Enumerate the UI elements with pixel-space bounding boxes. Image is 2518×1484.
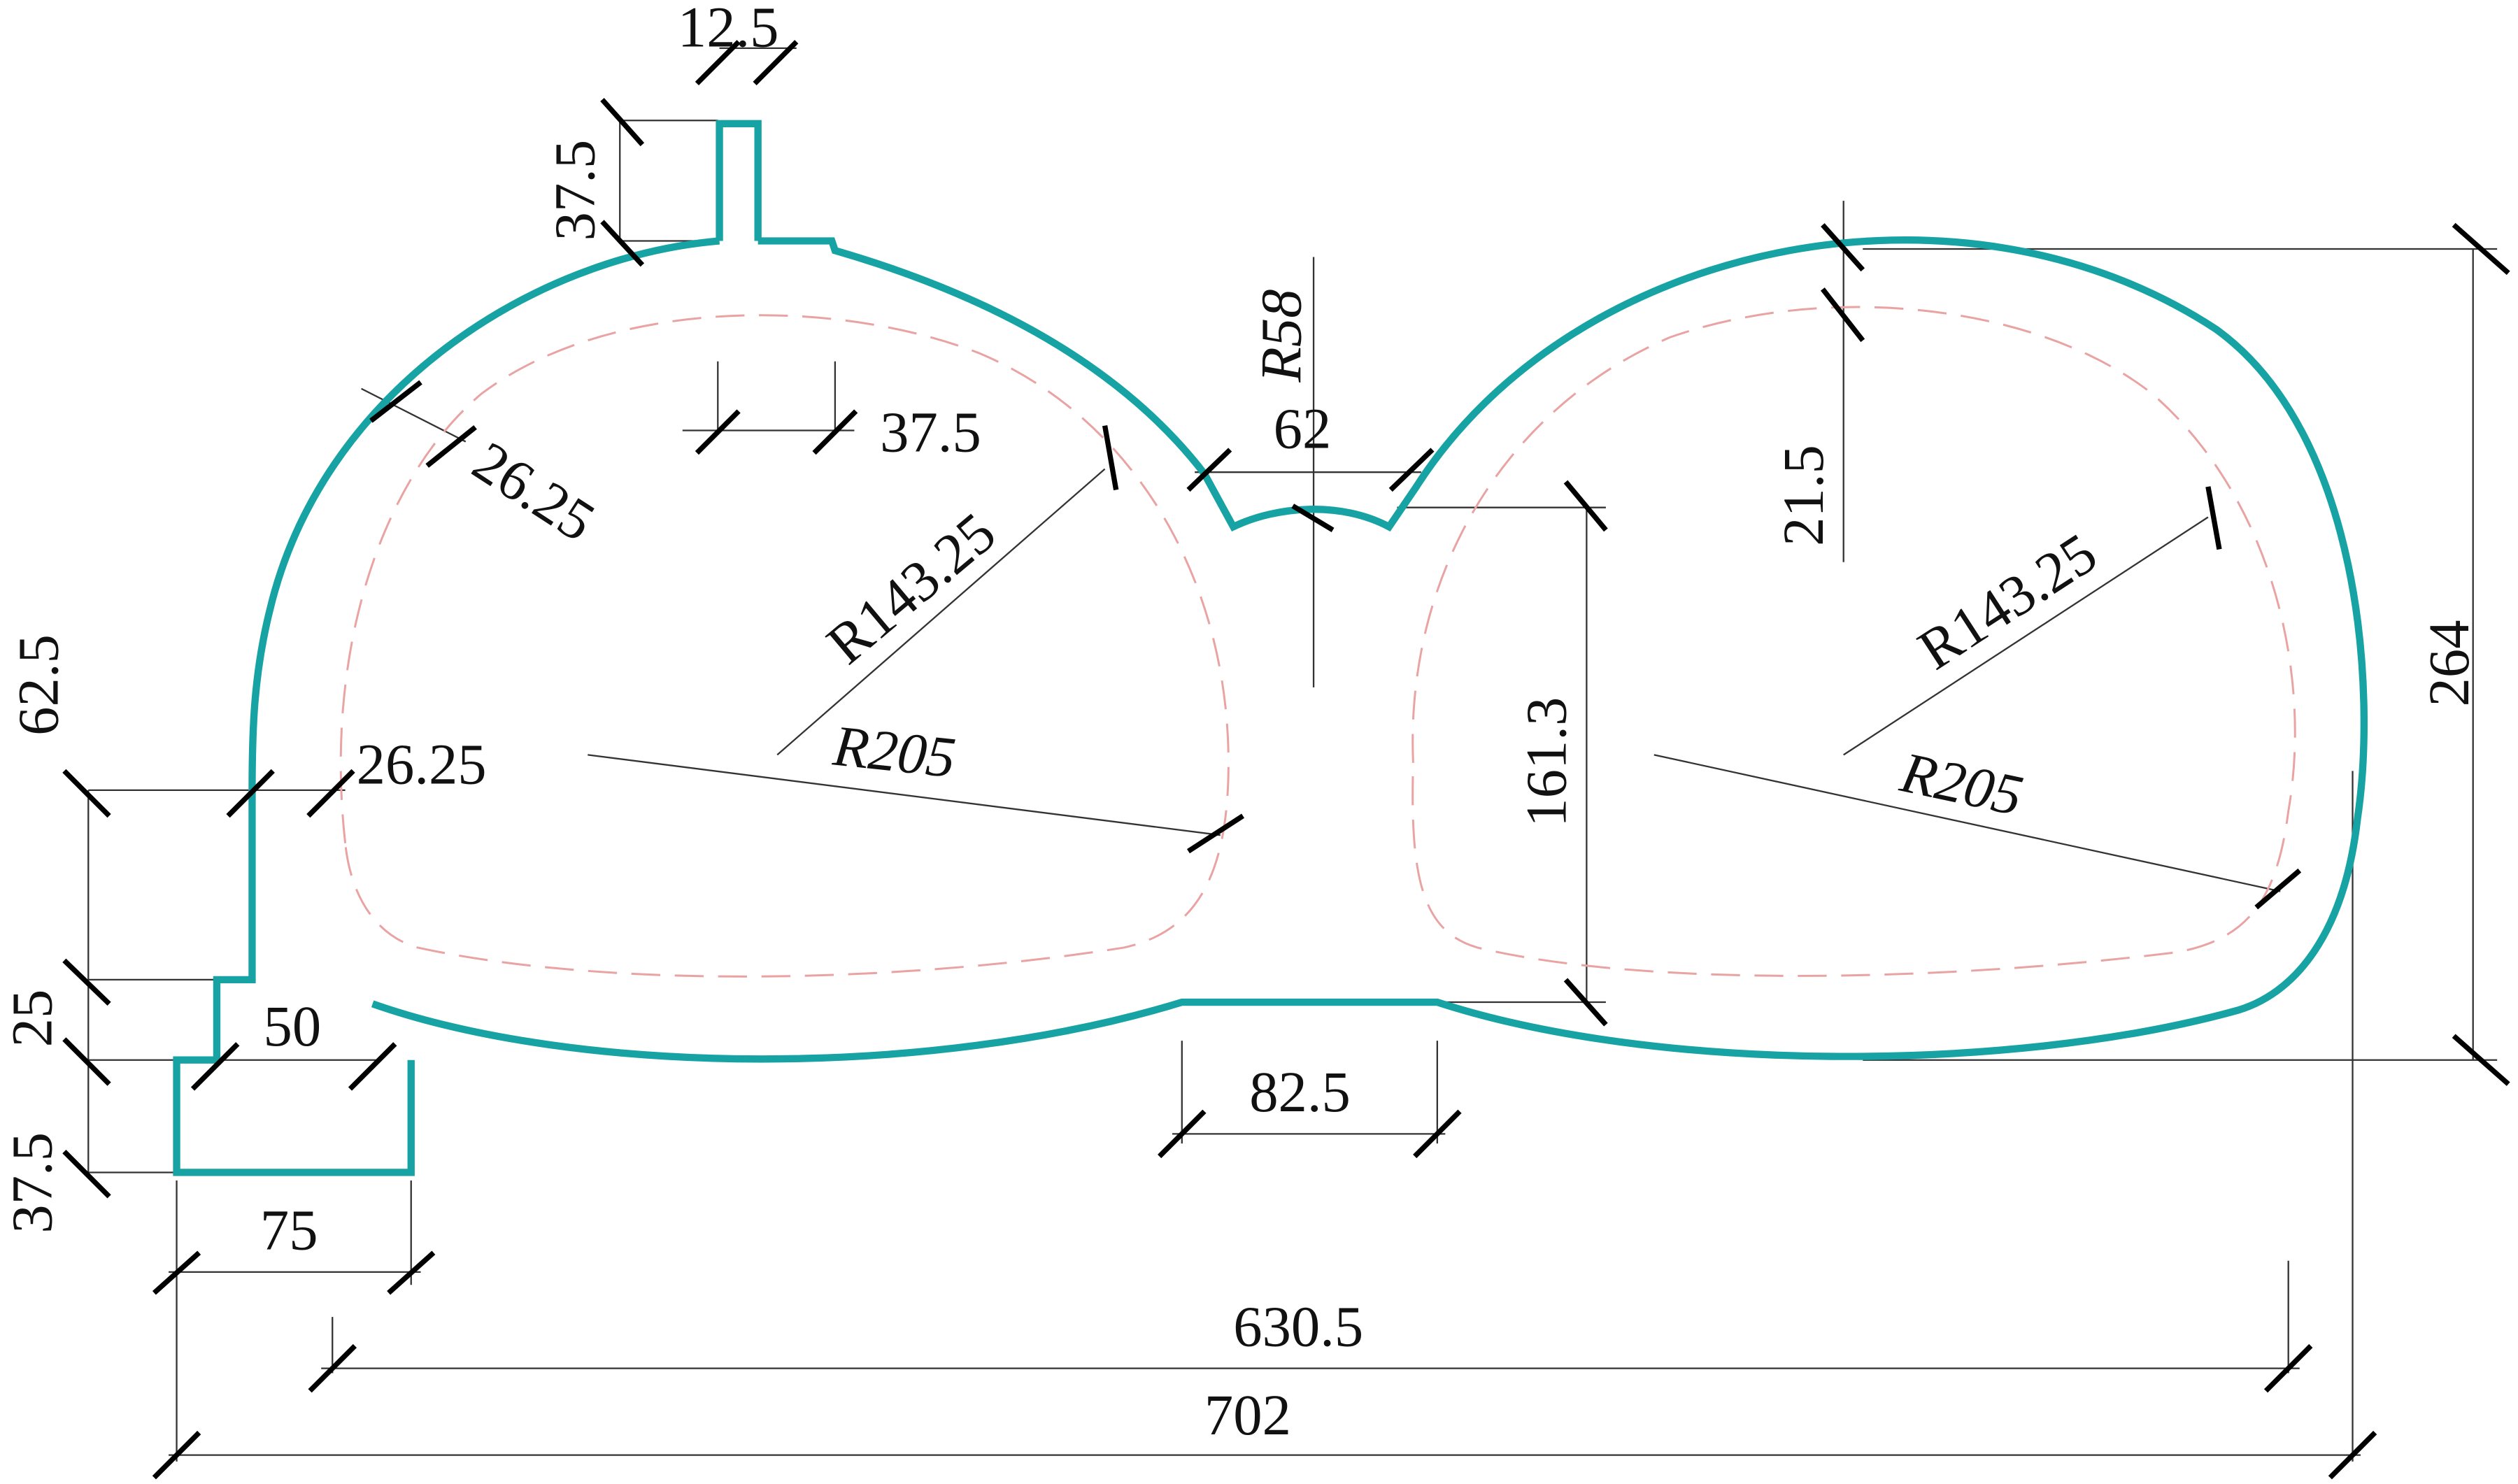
label-top-height: 37.5	[542, 140, 606, 241]
top-ventilation-stub	[716, 120, 762, 241]
tunnel-outer-outline	[371, 236, 2368, 1063]
label-left-25: 25	[0, 990, 64, 1048]
label-total-height: 264	[2417, 620, 2481, 706]
right-inner-clearance-line	[1411, 306, 2296, 977]
label-crown-thickness: 21.5	[1771, 445, 1835, 546]
dimension-lines	[87, 47, 2498, 1462]
label-radius-inner-left: R143.25	[815, 500, 1007, 676]
label-left-37-5: 37.5	[0, 1132, 64, 1234]
label-ditch-50: 50	[264, 994, 322, 1058]
label-radius-outer-right: R205	[1895, 739, 2028, 827]
label-lining-width: 37.5	[880, 399, 981, 464]
label-radius-middle: R58	[1249, 289, 1314, 383]
label-bottom-82-5: 82.5	[1249, 1060, 1351, 1124]
dimension-ticks	[62, 40, 2510, 1480]
dimension-labels: 12.5 37.5 37.5 26.25 R143.25 R58 62 26.2…	[0, 0, 2481, 1447]
label-top-width: 12.5	[678, 0, 779, 59]
label-radius-inner-right: R143.25	[1907, 520, 2107, 682]
label-thickness-left: 26.25	[357, 732, 487, 797]
label-span-630-5: 630.5	[1233, 1294, 1363, 1358]
label-middle-width: 62	[1274, 397, 1332, 461]
label-middle-height: 161.3	[1514, 697, 1579, 827]
label-ditch-75: 75	[260, 1198, 318, 1262]
label-span-702: 702	[1204, 1383, 1291, 1447]
tunnel-outer-outline-left	[173, 237, 720, 1176]
label-thickness-upper: 26.25	[462, 429, 606, 553]
label-left-62-5: 62.5	[6, 634, 71, 736]
label-radius-outer-left: R205	[830, 713, 958, 790]
left-inner-clearance-line	[339, 314, 1230, 978]
